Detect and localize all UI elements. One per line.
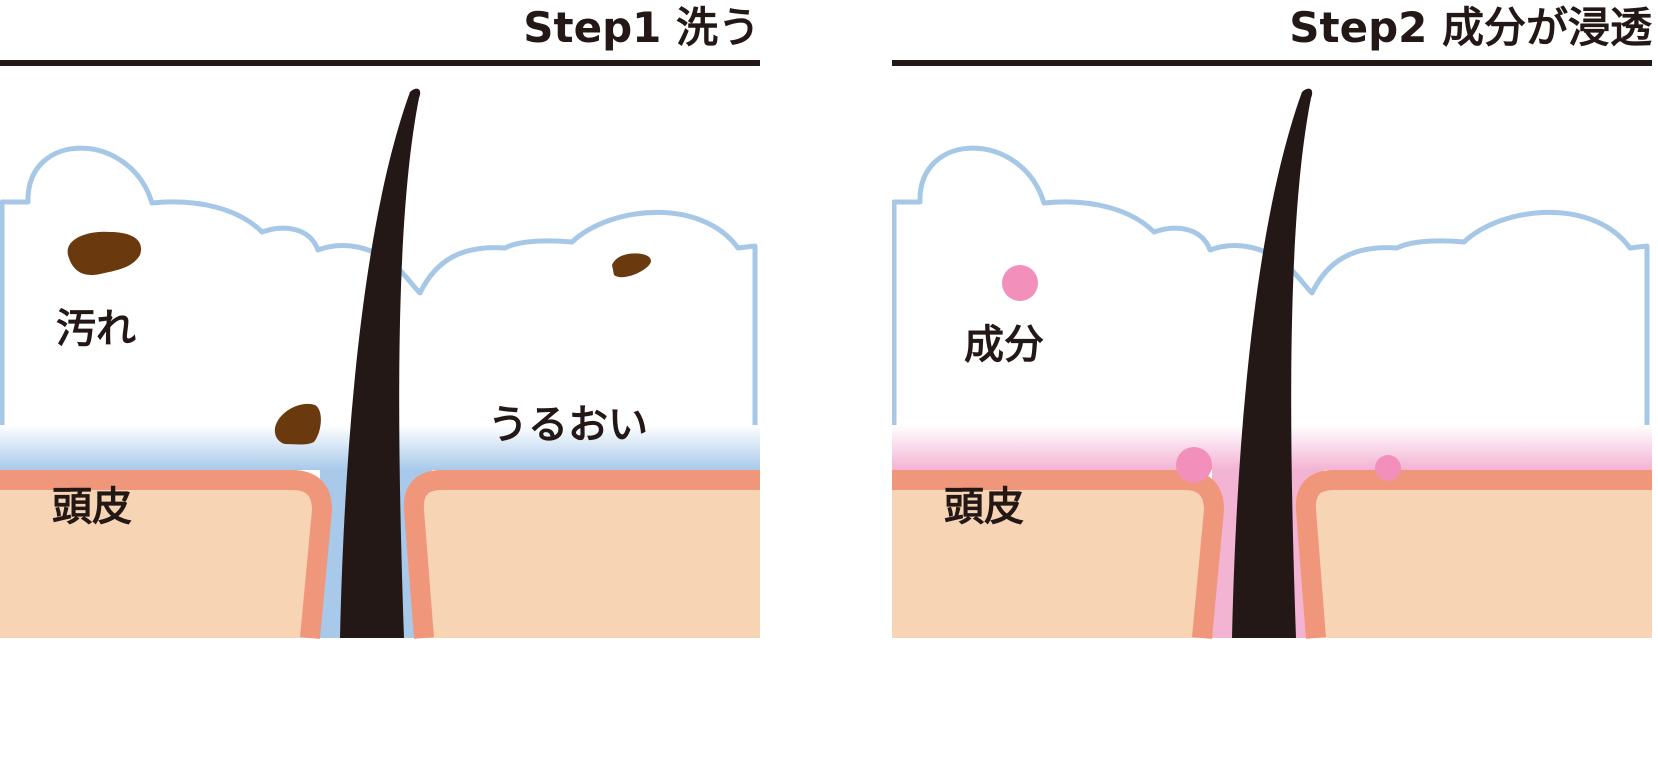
ingredient-particle (1002, 265, 1038, 301)
ingredient-label: 成分 (964, 322, 1044, 368)
dirt-particle (274, 403, 321, 445)
step1-panel: Step1 洗う 汚れ うるおい 頭皮 (0, 0, 760, 640)
step1-title-rule (0, 60, 760, 66)
step1-illustration: 汚れ うるおい 頭皮 (0, 88, 760, 639)
scalp-right (411, 470, 760, 638)
step2-title: Step2 成分が浸透 (1289, 3, 1652, 52)
ingredient-particle (1375, 455, 1401, 481)
dirt-particle (67, 231, 142, 276)
dirt-label: 汚れ (56, 306, 136, 352)
scalp-left (0, 470, 322, 638)
moisture-label: うるおい (488, 402, 648, 448)
scalp-right-edge (1295, 470, 1652, 639)
step2-illustration: 成分 頭皮 (892, 88, 1652, 639)
hair-strand (340, 88, 421, 638)
step2-panel: Step2 成分が浸透 成分 頭皮 (892, 0, 1652, 640)
step1-title: Step1 洗う (523, 3, 760, 52)
scalp-right-edge (403, 470, 760, 639)
dirt-particle (612, 253, 651, 278)
ingredient-particle (1176, 447, 1212, 483)
scalp-label: 頭皮 (52, 484, 132, 530)
scalp-label: 頭皮 (944, 484, 1024, 530)
scalp-left-edge (0, 470, 333, 639)
scalp-left (892, 470, 1214, 638)
scalp-right (1303, 470, 1652, 638)
step2-title-rule (892, 60, 1652, 66)
hair-strand (1232, 88, 1313, 638)
